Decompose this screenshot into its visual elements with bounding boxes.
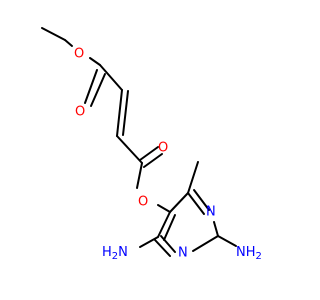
bond-n3-c4-a (160, 235, 176, 253)
bond-o-ring (157, 204, 171, 213)
bond-c1-o-double-b (90, 73, 106, 107)
bond-n3-c4-b (154, 239, 171, 257)
bond-c4-nh2 (139, 236, 159, 248)
bond-c2-nh2 (217, 235, 237, 247)
bond-c6-n1-b (193, 189, 210, 211)
bond-alkene-b (122, 90, 129, 136)
bond-c2-o-double-a (139, 146, 159, 161)
bond-lines (41, 27, 237, 257)
nitrogen-ring-upper-label: N (206, 205, 216, 220)
bond-alkene-a (116, 89, 123, 137)
oxygen-ester2-carbonyl-label: O (158, 141, 168, 156)
bond-c4-c5-a (157, 211, 171, 238)
molecule-structure-diagram: O O O O N N H2N NH2 (41, 27, 262, 263)
bond-c5-c6 (169, 192, 189, 213)
bond-ethyl-ch3 (41, 27, 66, 41)
nitrogen-ring-lower-label: N (178, 246, 188, 261)
bond-c4-c5-b (163, 214, 176, 241)
oxygen-ethyl-ether-label: O (74, 47, 84, 62)
bond-n1-c2 (213, 221, 219, 237)
atom-labels: O O O O N N H2N NH2 (74, 47, 262, 263)
oxygen-aryl-ether-label: O (138, 195, 148, 210)
bond-c2-o-double-b (143, 153, 163, 168)
oxygen-ester1-carbonyl-label: O (75, 105, 85, 120)
bond-c1-ch (99, 64, 123, 91)
bond-c6-n1-a (187, 192, 205, 215)
bond-c2-o-ether (136, 162, 143, 189)
bond-c6-methyl (187, 161, 199, 194)
bond-c2-n3 (192, 235, 219, 252)
bond-c1-o-double-a (84, 69, 98, 104)
bond-o-carbonyl-c1 (89, 57, 101, 66)
bond-ch-c2 (116, 135, 143, 164)
amino-left-label: H2N (102, 245, 128, 263)
amino-right-label: NH2 (236, 245, 262, 263)
bond-ethyl-ch2-o (64, 39, 73, 47)
